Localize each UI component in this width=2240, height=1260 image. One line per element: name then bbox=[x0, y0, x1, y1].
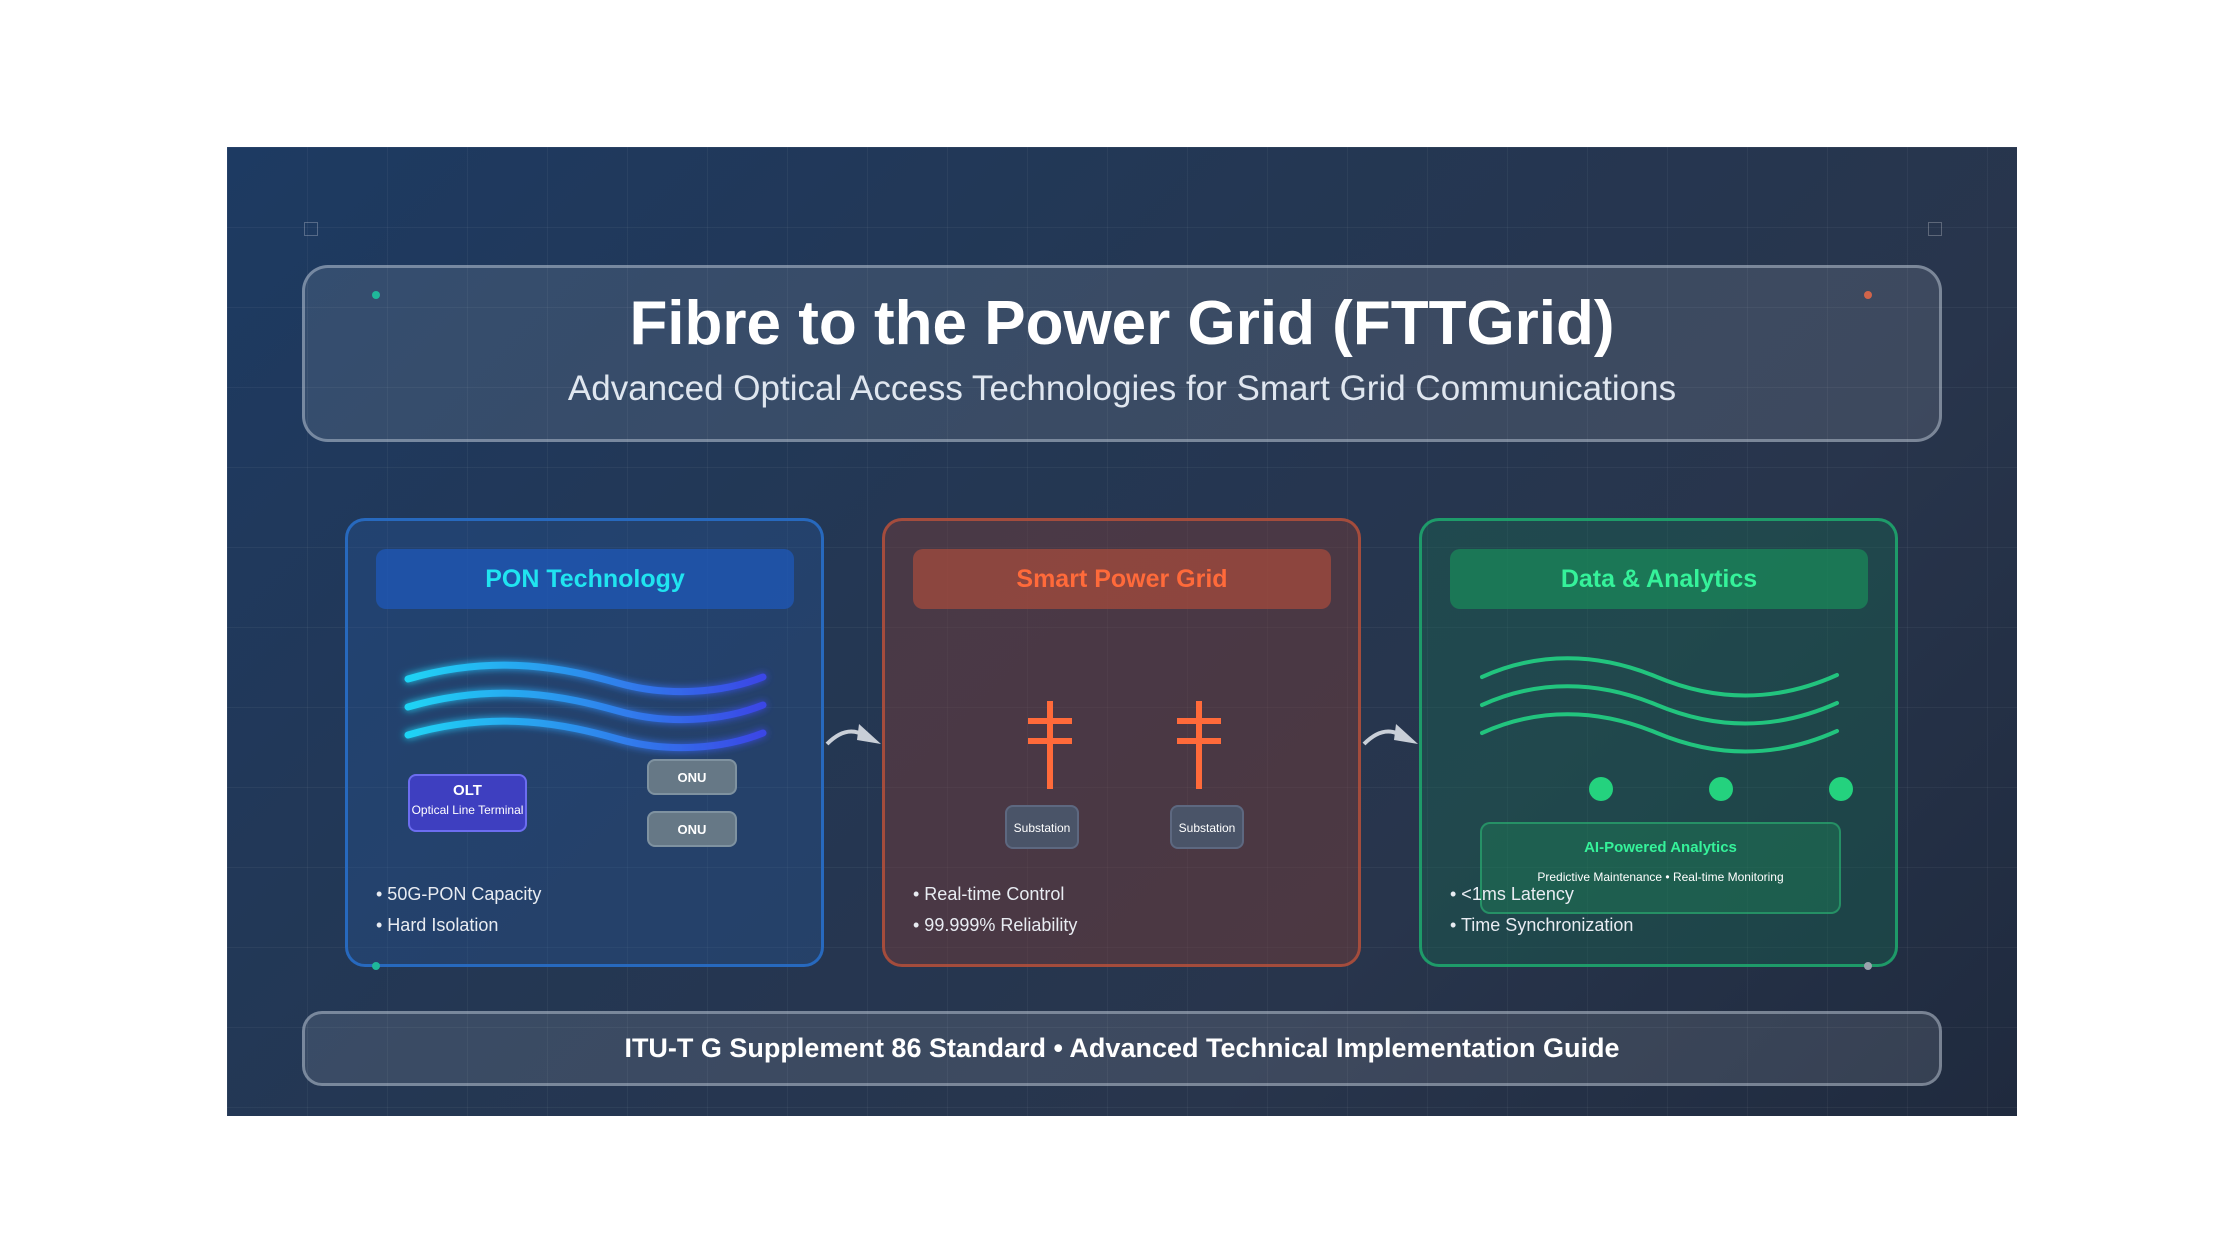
bullet-list: • 50G-PON Capacity • Hard Isolation bbox=[376, 879, 541, 941]
onu-box: ONU bbox=[647, 759, 737, 795]
olt-label: OLT bbox=[453, 782, 482, 799]
data-node-icon bbox=[1709, 777, 1733, 801]
accent-dot bbox=[1864, 291, 1872, 299]
slide: Fibre to the Power Grid (FTTGrid) Advanc… bbox=[227, 147, 2017, 1116]
olt-sublabel: Optical Line Terminal bbox=[411, 803, 524, 817]
connector-arrow-icon bbox=[825, 724, 881, 746]
accent-dot bbox=[372, 291, 380, 299]
corner-marker bbox=[304, 222, 318, 236]
power-tower-icon bbox=[1177, 701, 1221, 789]
panel-pon-technology: PON Technology OLT Optical Line Termin bbox=[345, 518, 824, 967]
bullet-list: • <1ms Latency • Time Synchronization bbox=[1450, 879, 1633, 941]
panel-heading: Smart Power Grid bbox=[913, 549, 1331, 609]
bullet-item: • 50G-PON Capacity bbox=[376, 884, 542, 904]
panel-heading: Data & Analytics bbox=[1450, 549, 1868, 609]
connector-arrow-icon bbox=[1362, 724, 1418, 746]
data-node-icon bbox=[1589, 777, 1613, 801]
page-subtitle: Advanced Optical Access Technologies for… bbox=[567, 369, 1677, 408]
title-box: Fibre to the Power Grid (FTTGrid) Advanc… bbox=[302, 265, 1942, 442]
fiber-waves-icon bbox=[404, 661, 767, 752]
accent-dot bbox=[1864, 962, 1872, 970]
ai-box-title: AI-Powered Analytics bbox=[1584, 839, 1737, 856]
bullet-item: • <1ms Latency bbox=[1450, 884, 1574, 904]
panel-smart-power-grid: Smart Power Grid Substation Substation •… bbox=[882, 518, 1361, 967]
page-title: Fibre to the Power Grid (FTTGrid) bbox=[629, 289, 1615, 358]
panel-data-analytics: Data & Analytics AI-Powered Analytics Pr… bbox=[1419, 518, 1898, 967]
ai-box-detail: Predictive Maintenance • Real-time Monit… bbox=[1537, 870, 1784, 884]
panel-heading: PON Technology bbox=[376, 549, 794, 609]
bullet-item: • Time Synchronization bbox=[1450, 915, 1634, 935]
data-node-icon bbox=[1829, 777, 1853, 801]
power-tower-icon bbox=[1028, 701, 1072, 789]
footer-banner: ITU-T G Supplement 86 Standard • Advance… bbox=[302, 1011, 1942, 1086]
onu-box: ONU bbox=[647, 811, 737, 847]
olt-box: OLT Optical Line Terminal bbox=[408, 774, 527, 832]
bullet-item: • 99.999% Reliability bbox=[913, 915, 1078, 935]
substation-box: Substation bbox=[1005, 805, 1079, 849]
bullet-list: • Real-time Control • 99.999% Reliabilit… bbox=[913, 879, 1077, 941]
bullet-item: • Real-time Control bbox=[913, 884, 1065, 904]
bullet-item: • Hard Isolation bbox=[376, 915, 499, 935]
accent-dot bbox=[372, 962, 380, 970]
corner-marker bbox=[1928, 222, 1942, 236]
substation-box: Substation bbox=[1170, 805, 1244, 849]
ai-analytics-box: AI-Powered Analytics Predictive Maintena… bbox=[1480, 822, 1841, 914]
data-waves-icon bbox=[1480, 656, 1839, 754]
